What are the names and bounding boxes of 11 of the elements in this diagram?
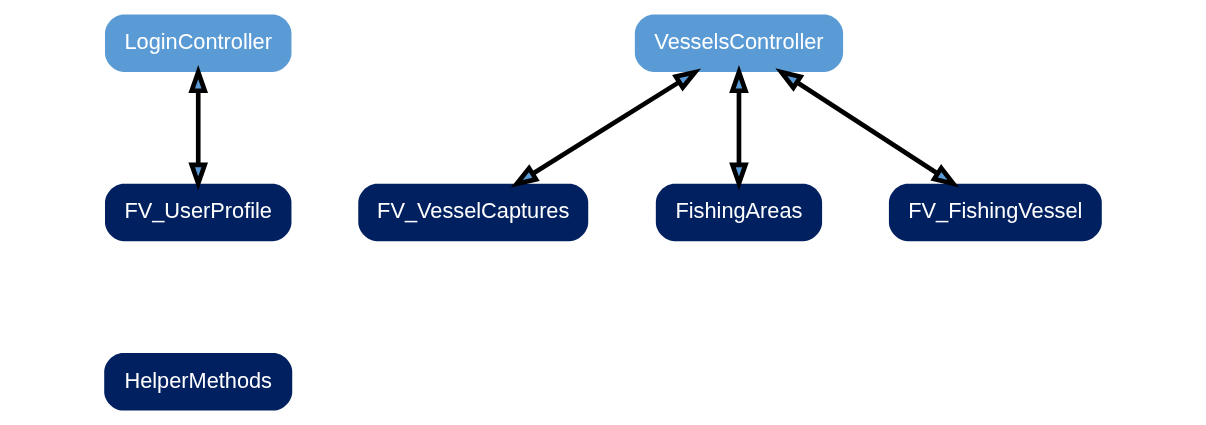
node-box: HelperMethods xyxy=(104,353,293,411)
arrow xyxy=(729,65,749,191)
node-box: FV_FishingVessel xyxy=(888,183,1102,242)
node-box: VesselsController xyxy=(634,14,844,72)
node-box: FV_UserProfile xyxy=(105,183,292,242)
arrow xyxy=(775,68,960,188)
arrow xyxy=(510,68,702,188)
node-box: LoginController xyxy=(105,14,292,72)
arrow xyxy=(188,65,209,191)
node-box: FishingAreas xyxy=(655,183,823,242)
node-box: FV_VesselCaptures xyxy=(358,183,589,242)
